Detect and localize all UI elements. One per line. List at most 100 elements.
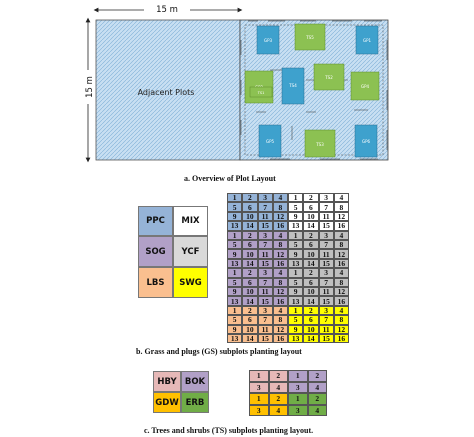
gs-grid-cell: 11 — [257, 211, 273, 222]
gs-grid-cell: 1 — [227, 305, 243, 316]
gs-grid-cell: 8 — [333, 277, 349, 287]
gs-grid-cell: 16 — [333, 221, 349, 231]
gs-grid-cell: 11 — [318, 211, 334, 222]
plot-TS2: TS2 — [313, 63, 345, 91]
ts-grid-cell: 1 — [249, 370, 269, 382]
gs-grid-cell: 14 — [242, 221, 258, 231]
gs-grid-cell: 8 — [333, 202, 349, 212]
ts-grid-cell: 4 — [268, 404, 288, 416]
gs-grid-cell: 7 — [318, 240, 334, 250]
plot-GP4: GP4 — [350, 71, 380, 101]
svg-text:TS3: TS3 — [315, 142, 324, 147]
gs-grid-cell: 7 — [257, 202, 273, 212]
gs-grid-cell: 1 — [288, 230, 304, 240]
svg-text:TS2: TS2 — [324, 75, 333, 80]
gs-grid-cell: 9 — [288, 287, 304, 297]
gs-grid-cell: 15 — [257, 296, 273, 306]
gs-grid-cell: 2 — [242, 305, 258, 316]
gs-grid-cell: 9 — [288, 211, 304, 222]
gs-grid-cell: 11 — [257, 324, 273, 334]
gs-grid-cell: 5 — [288, 240, 304, 250]
gs-grid-cell: 9 — [227, 287, 243, 297]
svg-text:GP4: GP4 — [361, 84, 370, 89]
gs-grid-cell: 5 — [288, 277, 304, 287]
gs-grid-cell: 8 — [272, 240, 288, 250]
gs-grid-cell: 8 — [333, 315, 349, 325]
gs-grid-cell: 11 — [318, 287, 334, 297]
gs-grid-cell: 4 — [333, 193, 349, 203]
gs-grid-cell: 4 — [272, 268, 288, 278]
ts-grid-cell: 3 — [288, 381, 308, 393]
gs-grid-cell: 4 — [333, 230, 349, 240]
ts-grid-cell: 1 — [249, 393, 269, 405]
gs-grid-cell: 16 — [333, 296, 349, 306]
gs-grid-cell: 13 — [288, 258, 304, 269]
gs-grid-cell: 2 — [242, 230, 258, 240]
plot-TS3: TS3 — [304, 129, 336, 158]
gs-grid-cell: 11 — [257, 287, 273, 297]
legend-erb: ERB — [181, 392, 209, 413]
gs-grid-cell: 7 — [257, 315, 273, 325]
gs-grid-cell: 15 — [318, 296, 334, 306]
gs-grid-cell: 12 — [333, 324, 349, 334]
gs-grid-cell: 10 — [303, 287, 319, 297]
gs-grid-cell: 13 — [227, 296, 243, 306]
plot-overview: 15 m 15 m Adjacent Plots GP3 TS5 GP1 — [81, 2, 389, 163]
ts-grid-cell: 3 — [249, 404, 269, 416]
gs-grid-cell: 2 — [242, 268, 258, 278]
gs-grid-cell: 1 — [288, 193, 304, 203]
gs-grid-cell: 1 — [227, 268, 243, 278]
gs-grid-cell: 16 — [272, 334, 288, 344]
gs-grid-cell: 5 — [288, 202, 304, 212]
plot-TS5: TS5 — [294, 23, 326, 51]
gs-grid-cell: 8 — [272, 202, 288, 212]
gs-grid-cell: 12 — [333, 249, 349, 259]
gs-grid-cell: 13 — [227, 221, 243, 231]
legend-lbs: LBS — [138, 267, 173, 298]
plot-GP6: GP6 — [354, 124, 378, 158]
gs-legend: PPC MIX SOG YCF LBS SWG — [138, 206, 208, 298]
gs-grid-cell: 8 — [333, 240, 349, 250]
gs-grid-cell: 2 — [242, 193, 258, 203]
ts-legend: HBY BOK GDW ERB — [153, 371, 209, 413]
gs-grid-cell: 7 — [318, 315, 334, 325]
gs-grid-cell: 13 — [288, 221, 304, 231]
gs-grid-cell: 14 — [242, 296, 258, 306]
gs-grid-cell: 3 — [318, 230, 334, 240]
svg-text:TS5: TS5 — [305, 35, 314, 40]
ts-grid-cell: 2 — [268, 370, 288, 382]
dimension-label-top: 15 m — [156, 5, 178, 15]
gs-grid-cell: 10 — [303, 211, 319, 222]
ts-grid-cell: 3 — [288, 404, 308, 416]
gs-grid-cell: 16 — [272, 296, 288, 306]
plot-TS4: TS4 — [281, 67, 305, 105]
svg-text:GP5: GP5 — [266, 139, 275, 144]
gs-grid-cell: 4 — [272, 305, 288, 316]
gs-grid-cell: 7 — [318, 277, 334, 287]
gs-grid-cell: 6 — [303, 202, 319, 212]
ts-grid-cell: 2 — [268, 393, 288, 405]
svg-text:GP3: GP3 — [264, 38, 273, 43]
gs-grid-cell: 14 — [242, 258, 258, 269]
gs-grid-cell: 3 — [318, 268, 334, 278]
gs-grid-cell: 15 — [318, 221, 334, 231]
gs-grid-cell: 14 — [303, 258, 319, 269]
legend-bok: BOK — [181, 371, 209, 392]
adjacent-plots-area — [95, 19, 241, 161]
ts-grid-cell: 2 — [307, 370, 327, 382]
gs-grid-cell: 1 — [288, 305, 304, 316]
gs-grid-cell: 2 — [303, 268, 319, 278]
gs-grid-cell: 4 — [333, 268, 349, 278]
gs-grid-cell: 14 — [303, 334, 319, 344]
gs-grid-cell: 9 — [288, 324, 304, 334]
gs-grid-cell: 10 — [242, 324, 258, 334]
gs-grid-cell: 4 — [272, 230, 288, 240]
gs-grid-cell: 14 — [303, 221, 319, 231]
gs-grid-cell: 6 — [303, 277, 319, 287]
gs-grid-cell: 1 — [227, 193, 243, 203]
caption-overview: a. Overview of Plot Layout — [184, 174, 276, 183]
gs-grid-cell: 8 — [272, 315, 288, 325]
gs-grid-cell: 12 — [272, 287, 288, 297]
